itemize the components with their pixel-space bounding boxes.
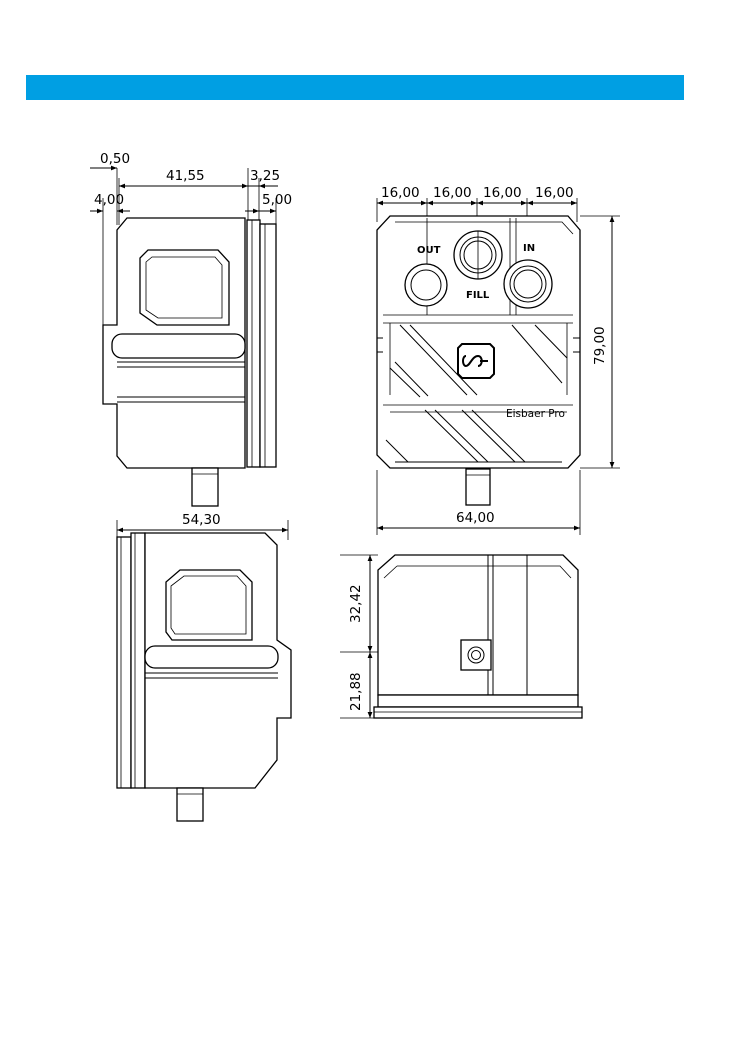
dim-16-00-d: 16,00 <box>535 185 574 201</box>
dim-3-25: 3,25 <box>250 168 280 184</box>
dim-4-00: 4,00 <box>94 192 124 208</box>
in-port-icon <box>504 260 552 308</box>
brand-name: Eisbaer Pro <box>506 408 565 420</box>
dim-16-00-c: 16,00 <box>483 185 522 201</box>
side-view-bottom: 54,30 <box>117 512 291 821</box>
dim-54-30: 54,30 <box>182 512 221 528</box>
label-in: IN <box>523 243 535 254</box>
label-out: OUT <box>417 245 441 256</box>
bottom-view: 32,42 21,88 <box>340 555 582 718</box>
dim-64-00: 64,00 <box>456 510 495 526</box>
dim-16-00-b: 16,00 <box>433 185 472 201</box>
dim-32-42: 32,42 <box>348 584 364 623</box>
dim-79-00: 79,00 <box>592 326 608 365</box>
dim-16-00-a: 16,00 <box>381 185 420 201</box>
dim-21-88: 21,88 <box>348 672 364 711</box>
label-fill: FILL <box>466 290 490 301</box>
brand-logo-icon <box>458 344 494 378</box>
dim-5-00: 5,00 <box>262 192 292 208</box>
front-view: 16,00 16,00 16,00 16,00 79,00 64,00 <box>377 185 620 535</box>
dim-0-50: 0,50 <box>100 151 130 167</box>
side-view-top: 0,50 41,55 3,25 4,00 5,00 <box>90 151 292 506</box>
nut-icon <box>461 640 491 670</box>
dim-41-55: 41,55 <box>166 168 205 184</box>
